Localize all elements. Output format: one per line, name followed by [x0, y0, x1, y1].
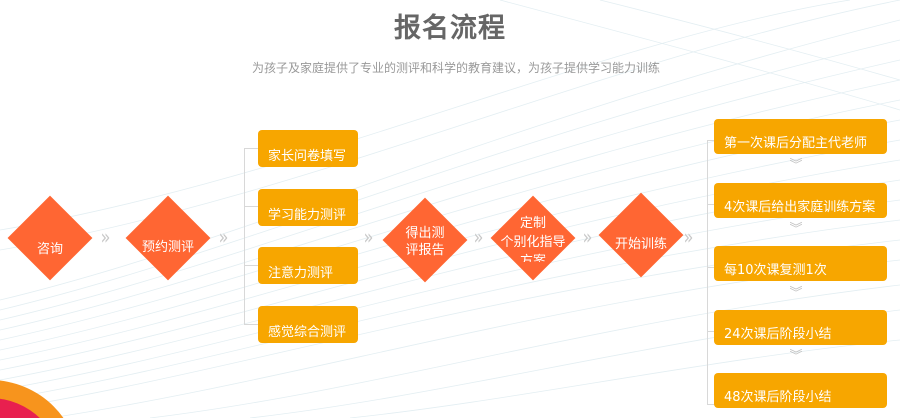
training-bracket	[707, 140, 708, 404]
assessment-learning-ability: 学习能力测评	[258, 189, 358, 226]
arrow-right-icon: »	[100, 225, 111, 249]
stage-home-training-plan: 4次课后给出家庭训练方案	[714, 183, 887, 218]
step-label: 预约测评	[141, 240, 194, 255]
step-start-training: 开始训练	[598, 192, 684, 278]
arrow-right-icon: »	[582, 225, 593, 249]
arrow-right-icon: »	[683, 225, 694, 249]
arrow-down-icon: ︾	[789, 286, 803, 301]
assessment-parent-questionnaire: 家长问卷填写	[258, 130, 358, 167]
page-subtitle: 为孩子及家庭提供了专业的测评和科学的教育建议，为孩子提供学习能力训练	[251, 61, 660, 75]
step-label: 咨询	[36, 242, 63, 257]
stage-assign-teacher: 第一次课后分配主代老师	[714, 119, 887, 154]
arrow-down-icon: ︾	[789, 158, 803, 173]
assessment-bracket	[244, 148, 245, 324]
assessment-attention: 注意力测评	[258, 247, 358, 284]
corner-decoration	[0, 380, 64, 418]
step-label: 定制 个别化指导 方案	[500, 216, 566, 262]
arrow-right-icon: »	[473, 225, 484, 249]
stage-retest: 每10次课复测1次	[714, 246, 887, 281]
step-consult: 咨询	[7, 195, 93, 281]
arrow-right-icon: »	[218, 225, 229, 249]
step-custom-plan: 定制 个别化指导 方案	[490, 195, 576, 281]
page-title: 报名流程	[394, 13, 506, 44]
stage-summary-48: 48次课后阶段小结	[714, 373, 887, 408]
arrow-down-icon: ︾	[789, 349, 803, 364]
bracket-tick	[707, 267, 715, 268]
arrow-right-icon: »	[363, 225, 374, 249]
bracket-tick	[244, 206, 258, 207]
diamond-shape	[7, 195, 93, 281]
assessment-sensory-integration: 感觉综合测评	[258, 306, 358, 343]
step-assessment-report: 得出测 评报告	[382, 197, 468, 283]
bracket-tick	[707, 404, 715, 405]
diamond-shape	[125, 195, 211, 281]
diamond-shape	[598, 192, 684, 278]
bracket-tick	[244, 265, 258, 266]
arrow-down-icon: ︾	[789, 222, 803, 237]
bracket-tick	[707, 331, 715, 332]
bracket-tick	[244, 324, 258, 325]
step-label: 开始训练	[614, 237, 667, 252]
stage-summary-24: 24次课后阶段小结	[714, 310, 887, 345]
bracket-tick	[707, 140, 715, 141]
step-label: 得出测 评报告	[405, 226, 445, 258]
bracket-tick	[244, 148, 258, 149]
step-book-assessment: 预约测评	[125, 195, 211, 281]
bracket-tick	[707, 204, 715, 205]
